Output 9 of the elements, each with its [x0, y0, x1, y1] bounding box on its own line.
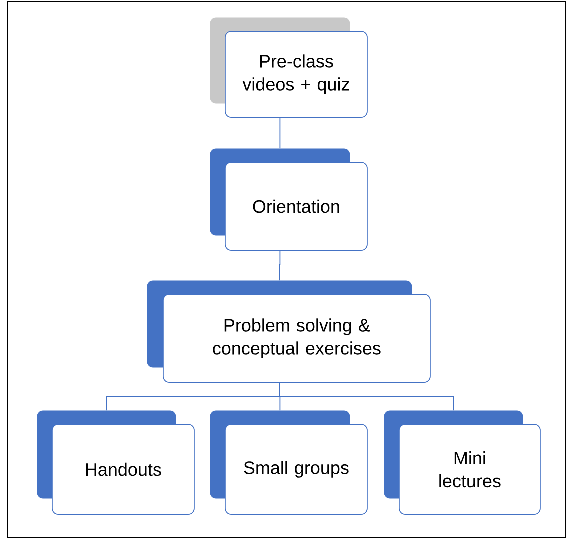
- process-box: Mini lectures: [384, 410, 541, 515]
- process-box: Problem solving & conceptual exercises: [147, 280, 431, 383]
- connector-line: [279, 250, 281, 282]
- process-box: Small groups: [210, 410, 368, 515]
- connector-line: [280, 118, 281, 150]
- process-box: Orientation: [210, 148, 368, 251]
- process-box: Handouts: [37, 410, 195, 515]
- connector-line: [279, 382, 454, 412]
- process-box: Pre-class videos + quiz: [210, 18, 368, 118]
